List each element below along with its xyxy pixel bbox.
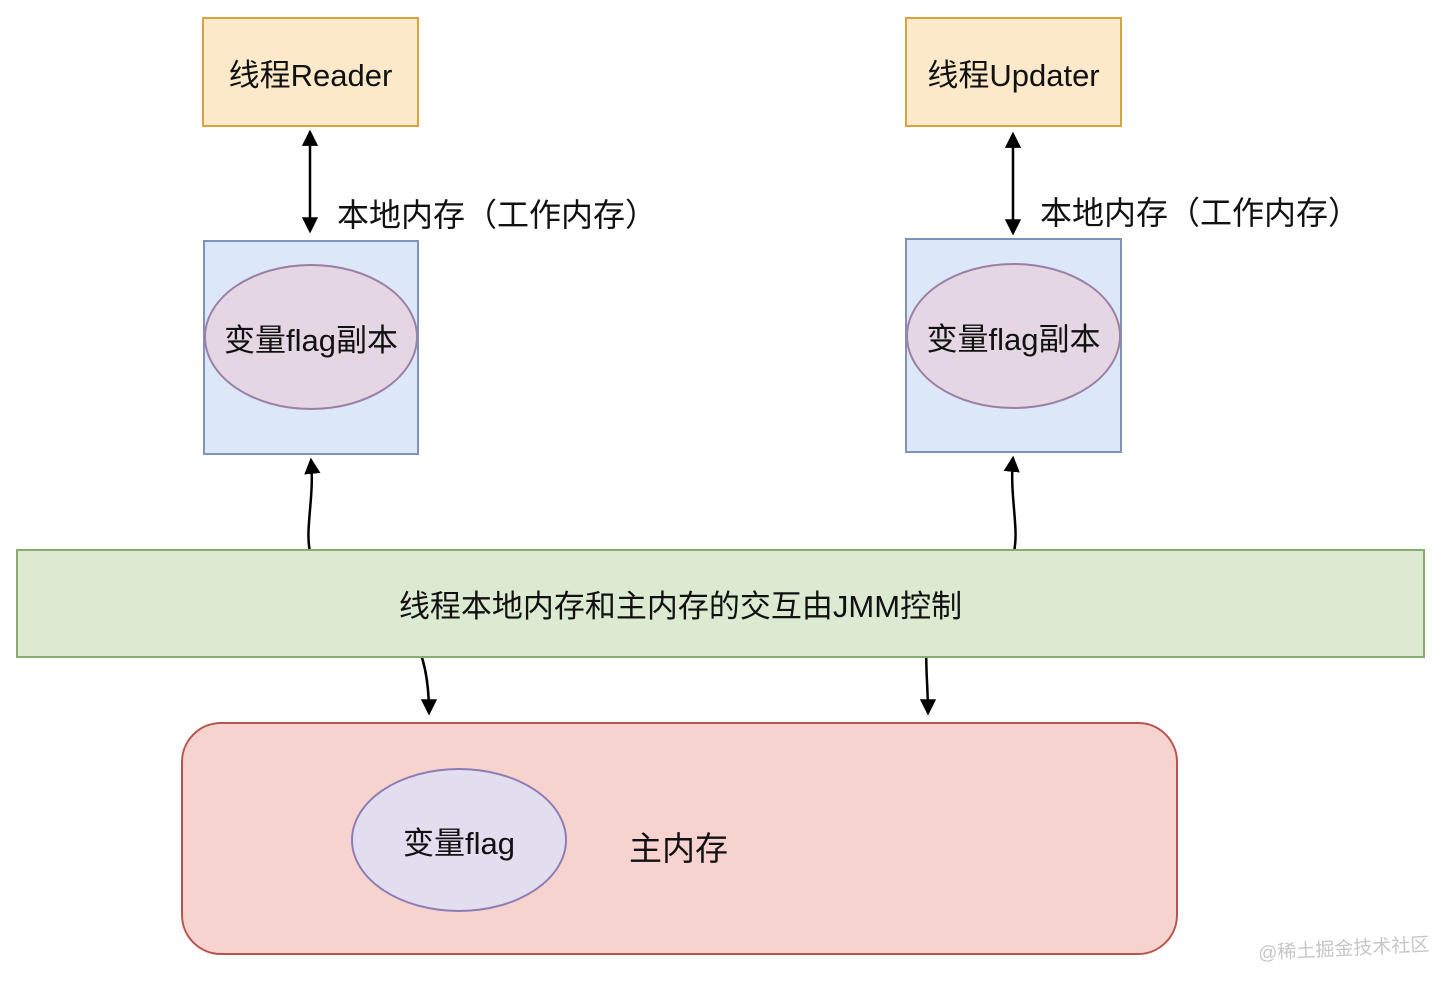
- main-memory-label: 主内存: [629, 830, 728, 867]
- main-memory-box: [181, 722, 1178, 955]
- local-memory-caption-left: 本地内存（工作内存）: [337, 197, 658, 233]
- thread-reader-box: 线程Reader: [202, 17, 419, 127]
- flag-copy-ellipse-left: 变量flag副本: [204, 264, 418, 410]
- flag-copy-ellipse-right: 变量flag副本: [906, 263, 1121, 409]
- jmm-control-band: 线程本地内存和主内存的交互由JMM控制: [16, 549, 1425, 658]
- jmm-control-label: 线程本地内存和主内存的交互由JMM控制: [398, 589, 963, 624]
- flag-variable-ellipse: 变量flag: [351, 768, 567, 912]
- flag-variable-label: 变量flag: [403, 825, 515, 861]
- thread-updater-label: 线程Updater: [927, 57, 1100, 93]
- thread-reader-label: 线程Reader: [228, 57, 393, 93]
- flag-copy-label-right: 变量flag副本: [926, 321, 1101, 357]
- thread-updater-box: 线程Updater: [905, 17, 1122, 127]
- watermark: @稀土掘金技术社区: [1257, 934, 1430, 965]
- flag-copy-label-left: 变量flag副本: [224, 322, 398, 358]
- local-memory-caption-right: 本地内存（工作内存）: [1040, 195, 1361, 231]
